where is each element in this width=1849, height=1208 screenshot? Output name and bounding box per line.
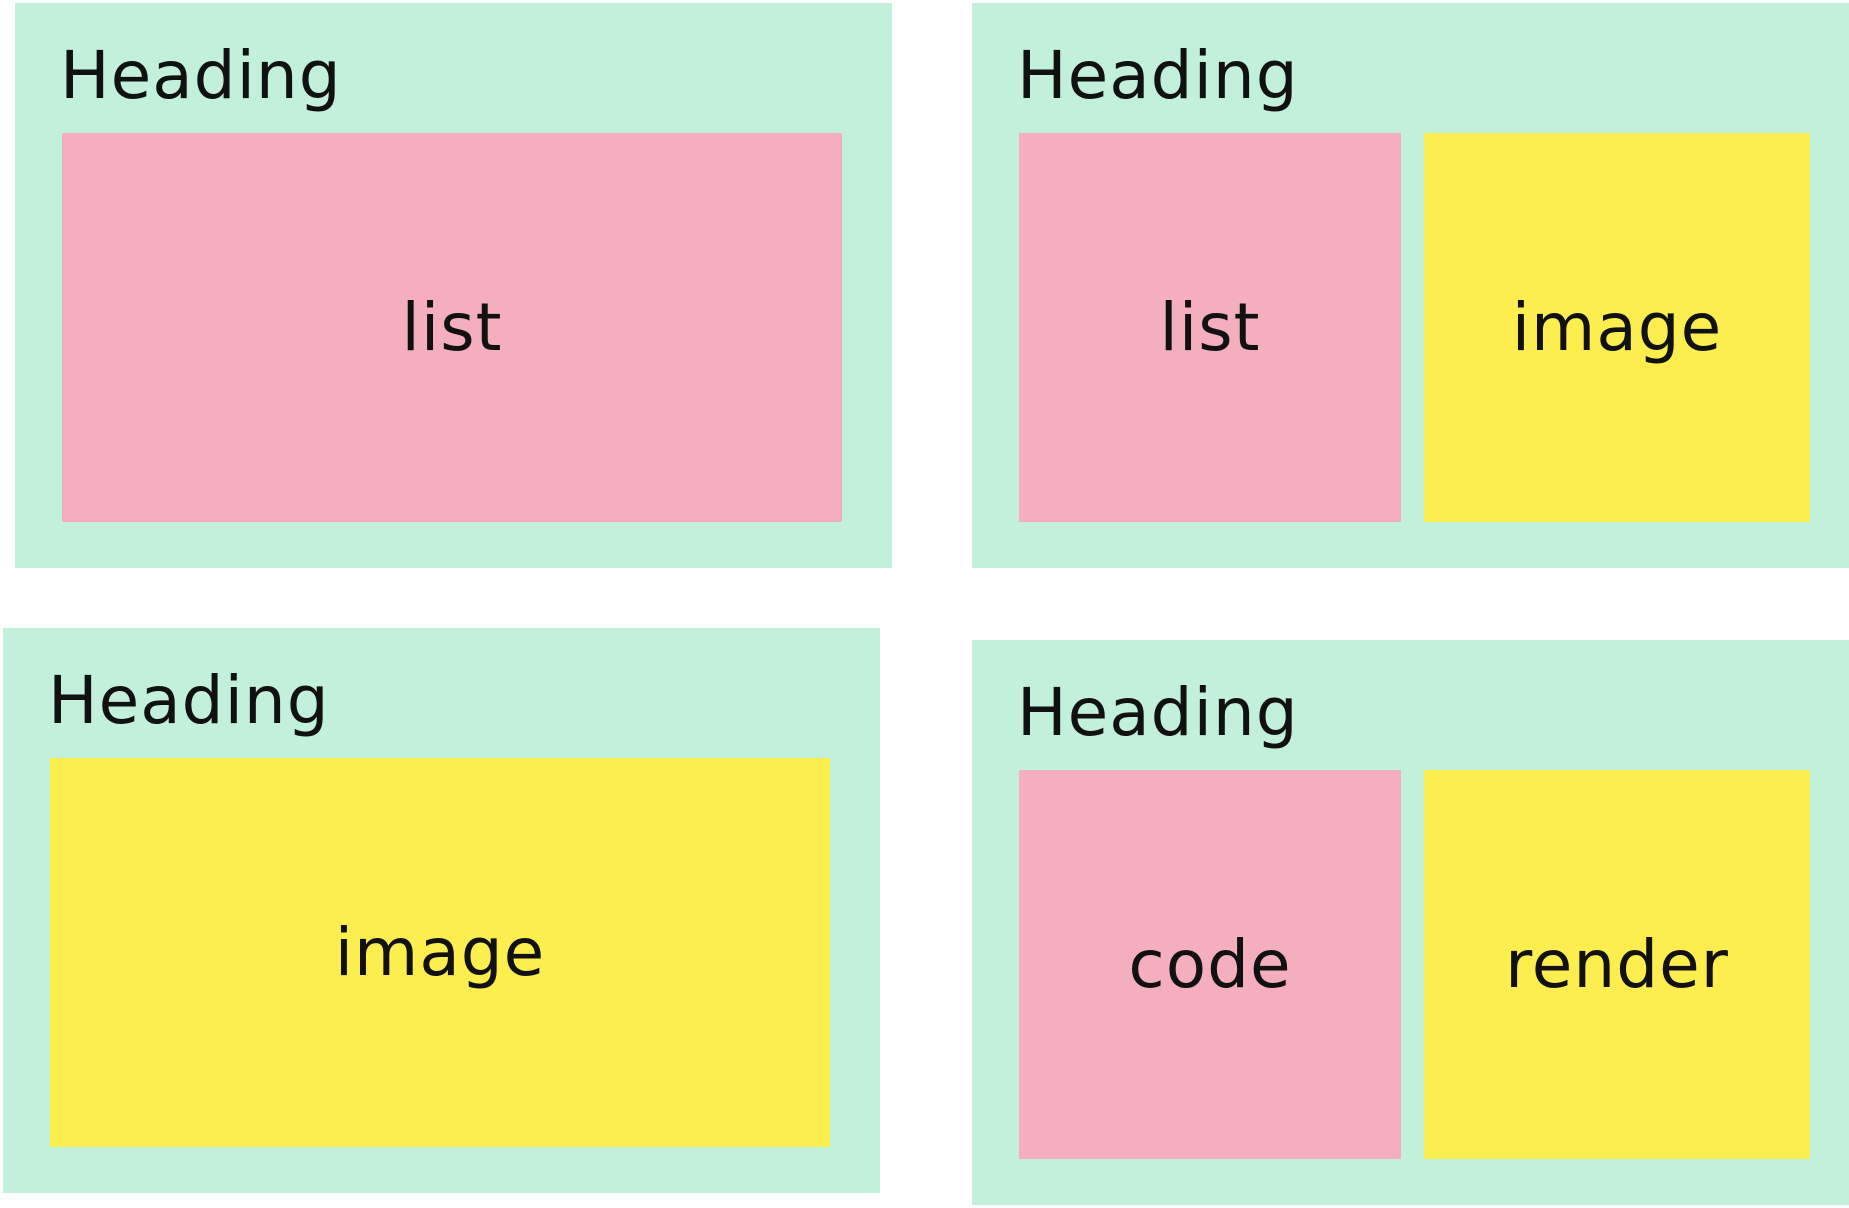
layout-card-list: Heading list (15, 3, 892, 568)
block-label: list (1159, 288, 1261, 366)
layout-card-list-image: Heading list image (972, 3, 1849, 568)
image-block: image (1424, 133, 1810, 522)
block-label: render (1505, 925, 1729, 1003)
render-block: render (1424, 770, 1810, 1159)
card-heading: Heading (1017, 37, 1299, 114)
code-block: code (1019, 770, 1401, 1159)
image-block: image (50, 758, 830, 1147)
layout-card-code-render: Heading code render (972, 640, 1849, 1205)
list-block: list (1019, 133, 1401, 522)
card-heading: Heading (1017, 674, 1299, 751)
layout-card-image: Heading image (3, 628, 880, 1193)
list-block: list (62, 133, 842, 522)
block-label: image (334, 913, 546, 991)
block-label: list (401, 288, 503, 366)
card-heading: Heading (48, 662, 330, 739)
block-label: image (1511, 288, 1723, 366)
card-heading: Heading (60, 37, 342, 114)
block-label: code (1128, 925, 1292, 1003)
